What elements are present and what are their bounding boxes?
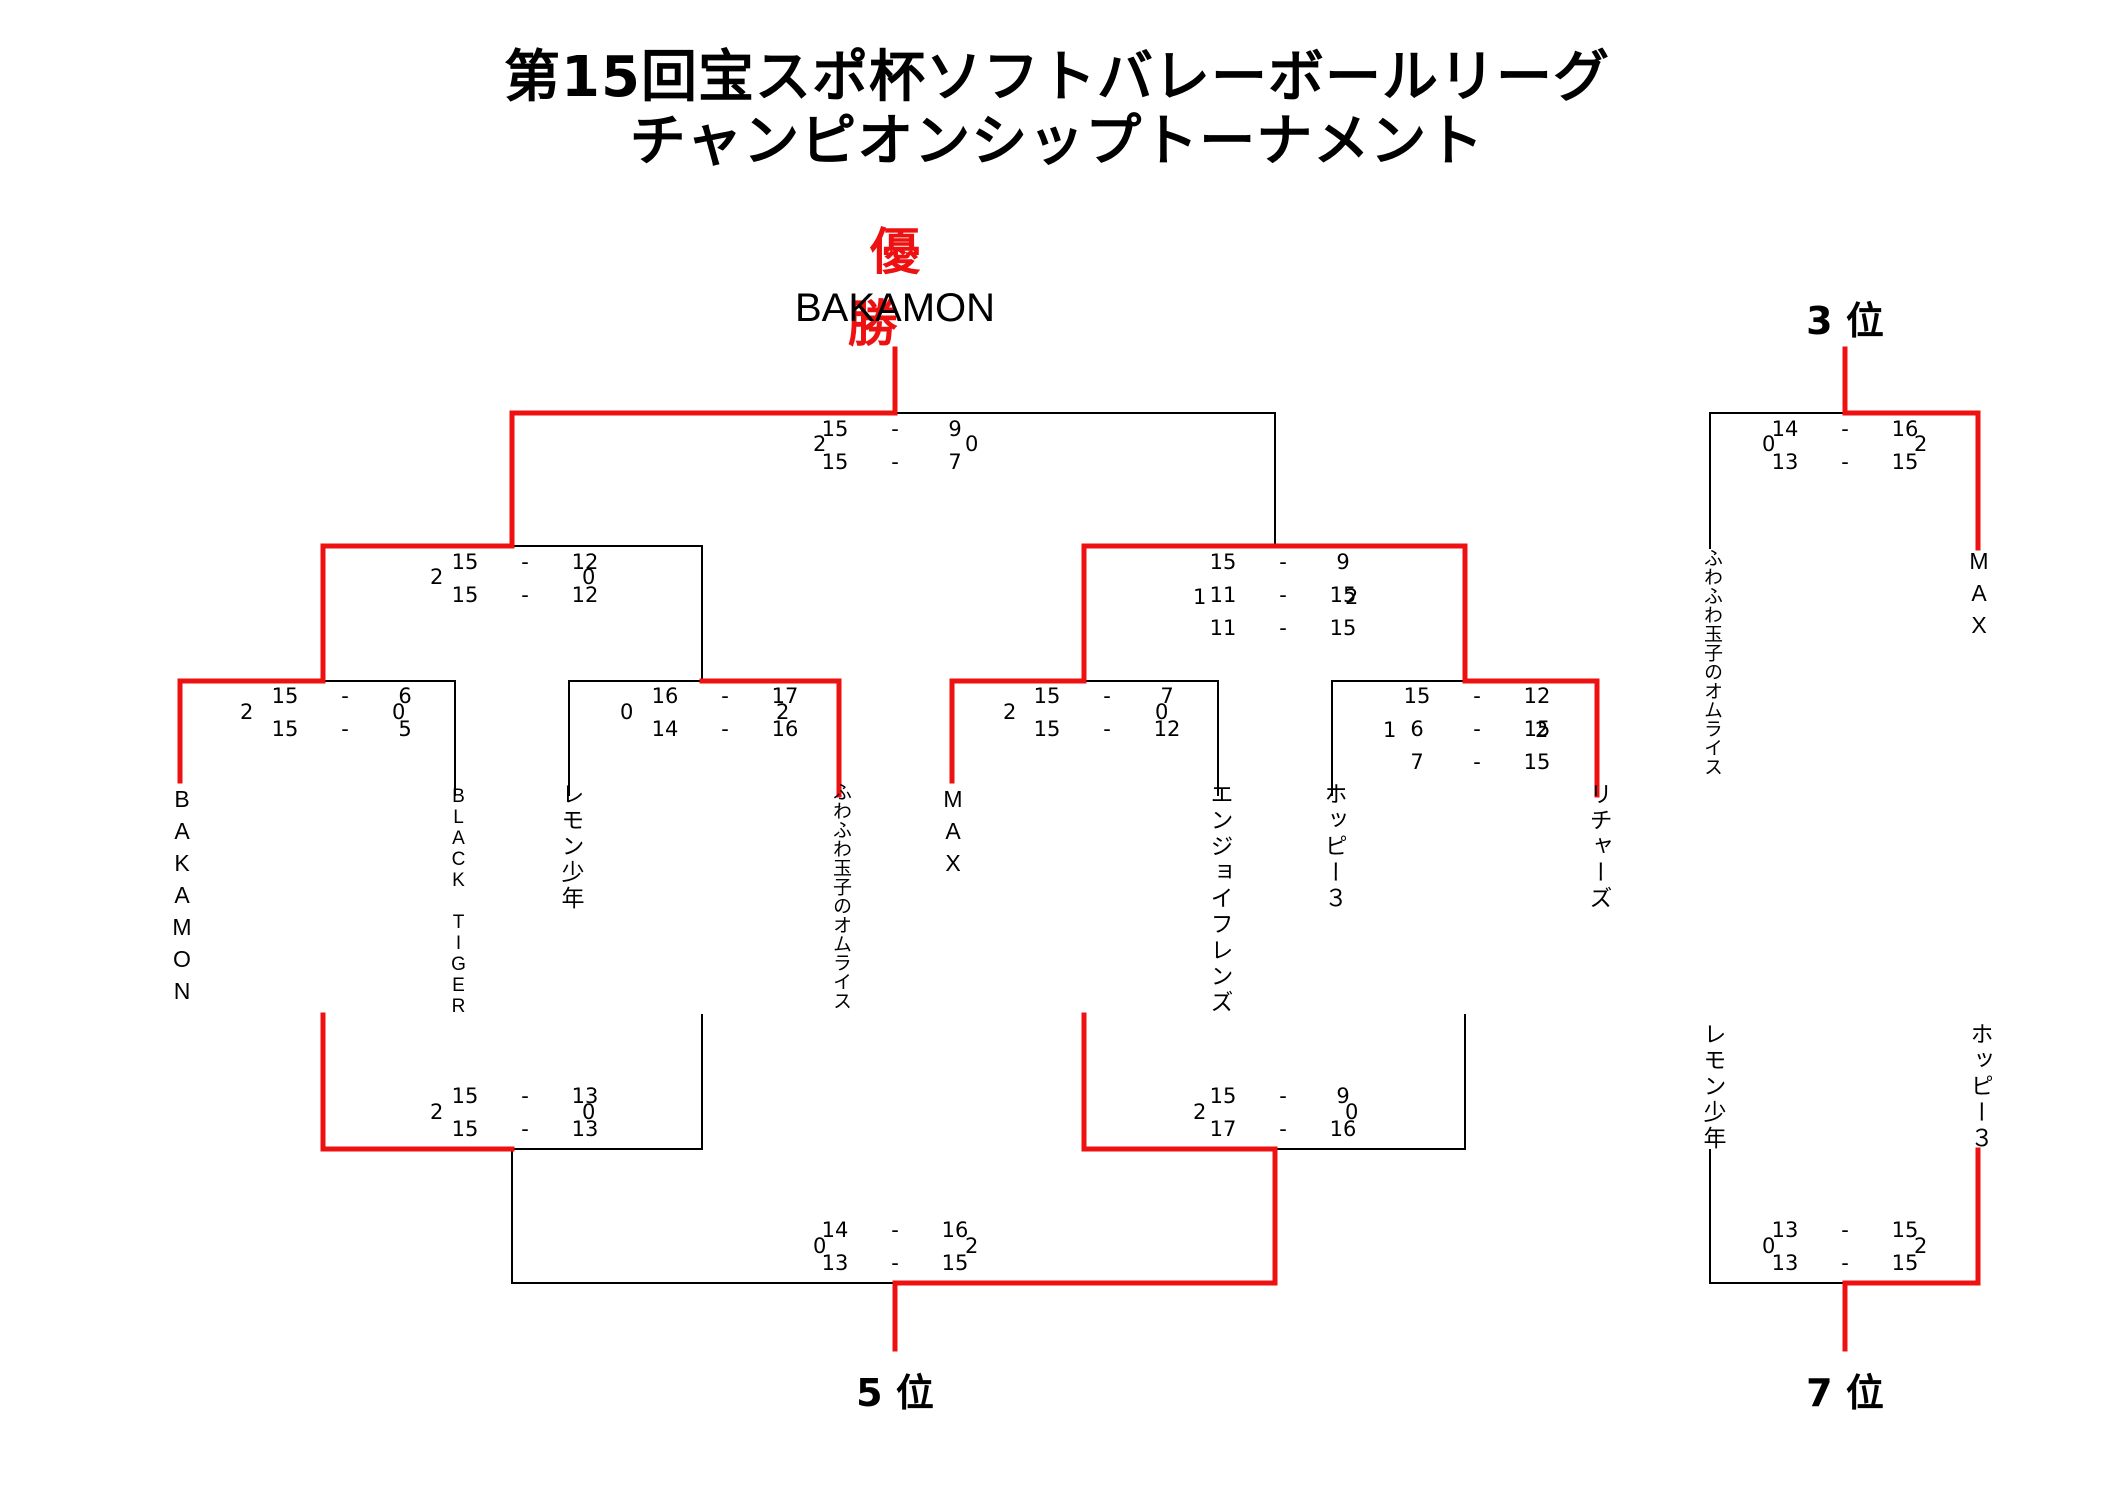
score-consolation-right: 15-9 17-16 [1209,1084,1357,1141]
team-name-seventh-right: ホッピー３ [1966,1022,1992,1152]
sets-qf1-right: 0 [392,700,406,724]
score-qf4: 15-12 6-15 7-15 [1403,684,1551,774]
score-qf3: 15-7 15-12 [1033,684,1181,741]
page-title-line2: チャンピオンシップトーナメント [629,109,1485,174]
sets-qf2-right: 2 [776,700,790,724]
sets-consolation-right-right: 0 [1345,1100,1359,1124]
sets-third-left: 0 [1762,432,1776,456]
sets-seventh-right: 2 [1914,1234,1928,1258]
score-third-place: 14-16 13-15 [1771,417,1919,474]
score-sf-left: 15-12 15-12 [451,550,599,607]
sets-third-right: 2 [1914,432,1928,456]
sets-sf-right-left: 1 [1193,585,1207,609]
sets-final-right: 0 [965,432,979,456]
team-name-8: リチャーズ [1585,782,1611,912]
sets-qf1-left: 2 [240,700,254,724]
score-sf-right: 15-9 11-15 11-15 [1209,550,1357,640]
sets-qf2-left: 0 [620,700,634,724]
sets-final-left: 2 [813,432,827,456]
sets-fifth-left: 0 [813,1234,827,1258]
team-name-5: MAX [940,786,966,882]
page-title-line1: 第15回宝スポ杯ソフトバレーボールリーグ [504,45,1610,110]
rank-third-label: 3 位 [1806,299,1884,343]
sets-qf4-right: 2 [1535,718,1549,742]
sets-sf-left-right: 0 [582,565,596,589]
rank-fifth-label: 5 位 [856,1371,934,1415]
sets-qf3-left: 2 [1003,700,1017,724]
sets-seventh-left: 0 [1762,1234,1776,1258]
sets-qf4-left: 1 [1383,718,1397,742]
team-name-4: ふわふわ玉子のオムライス [830,782,852,1010]
team-name-3: レモン少年 [557,782,583,912]
sets-qf3-right: 0 [1155,700,1169,724]
rank-seventh-label: 7 位 [1806,1371,1884,1415]
sets-sf-right-right: 2 [1345,585,1359,609]
score-qf1: 15-6 15-5 [271,684,412,741]
team-name-2: BLACK TIGER [448,786,469,1017]
sets-consolation-right-left: 2 [1193,1100,1207,1124]
sets-sf-left-left: 2 [430,565,444,589]
winner-label: 優勝 [847,223,965,353]
team-name-third-left: ふわふわ玉子のオムライス [1701,548,1723,776]
sets-consolation-left-left: 2 [430,1100,444,1124]
score-seventh-place: 13-15 13-15 [1771,1218,1919,1275]
team-name-seventh-left: レモン少年 [1699,1022,1725,1152]
sets-fifth-right: 2 [965,1234,979,1258]
team-name-1: BAKAMON [169,786,195,1010]
team-name-7: ホッピー３ [1320,782,1346,912]
score-final: 15-9 15-7 [821,417,962,474]
team-name-third-right: MAX [1966,548,1992,644]
score-consolation-left: 15-13 15-13 [451,1084,599,1141]
sets-consolation-left-right: 0 [582,1100,596,1124]
score-qf2: 16-17 14-16 [651,684,799,741]
score-fifth-place: 14-16 13-15 [821,1218,969,1275]
team-name-6: エンジョイフレンズ [1206,782,1232,1016]
bracket-winner-lines [177,346,1981,1352]
winner-name: BAKAMON [794,286,996,330]
